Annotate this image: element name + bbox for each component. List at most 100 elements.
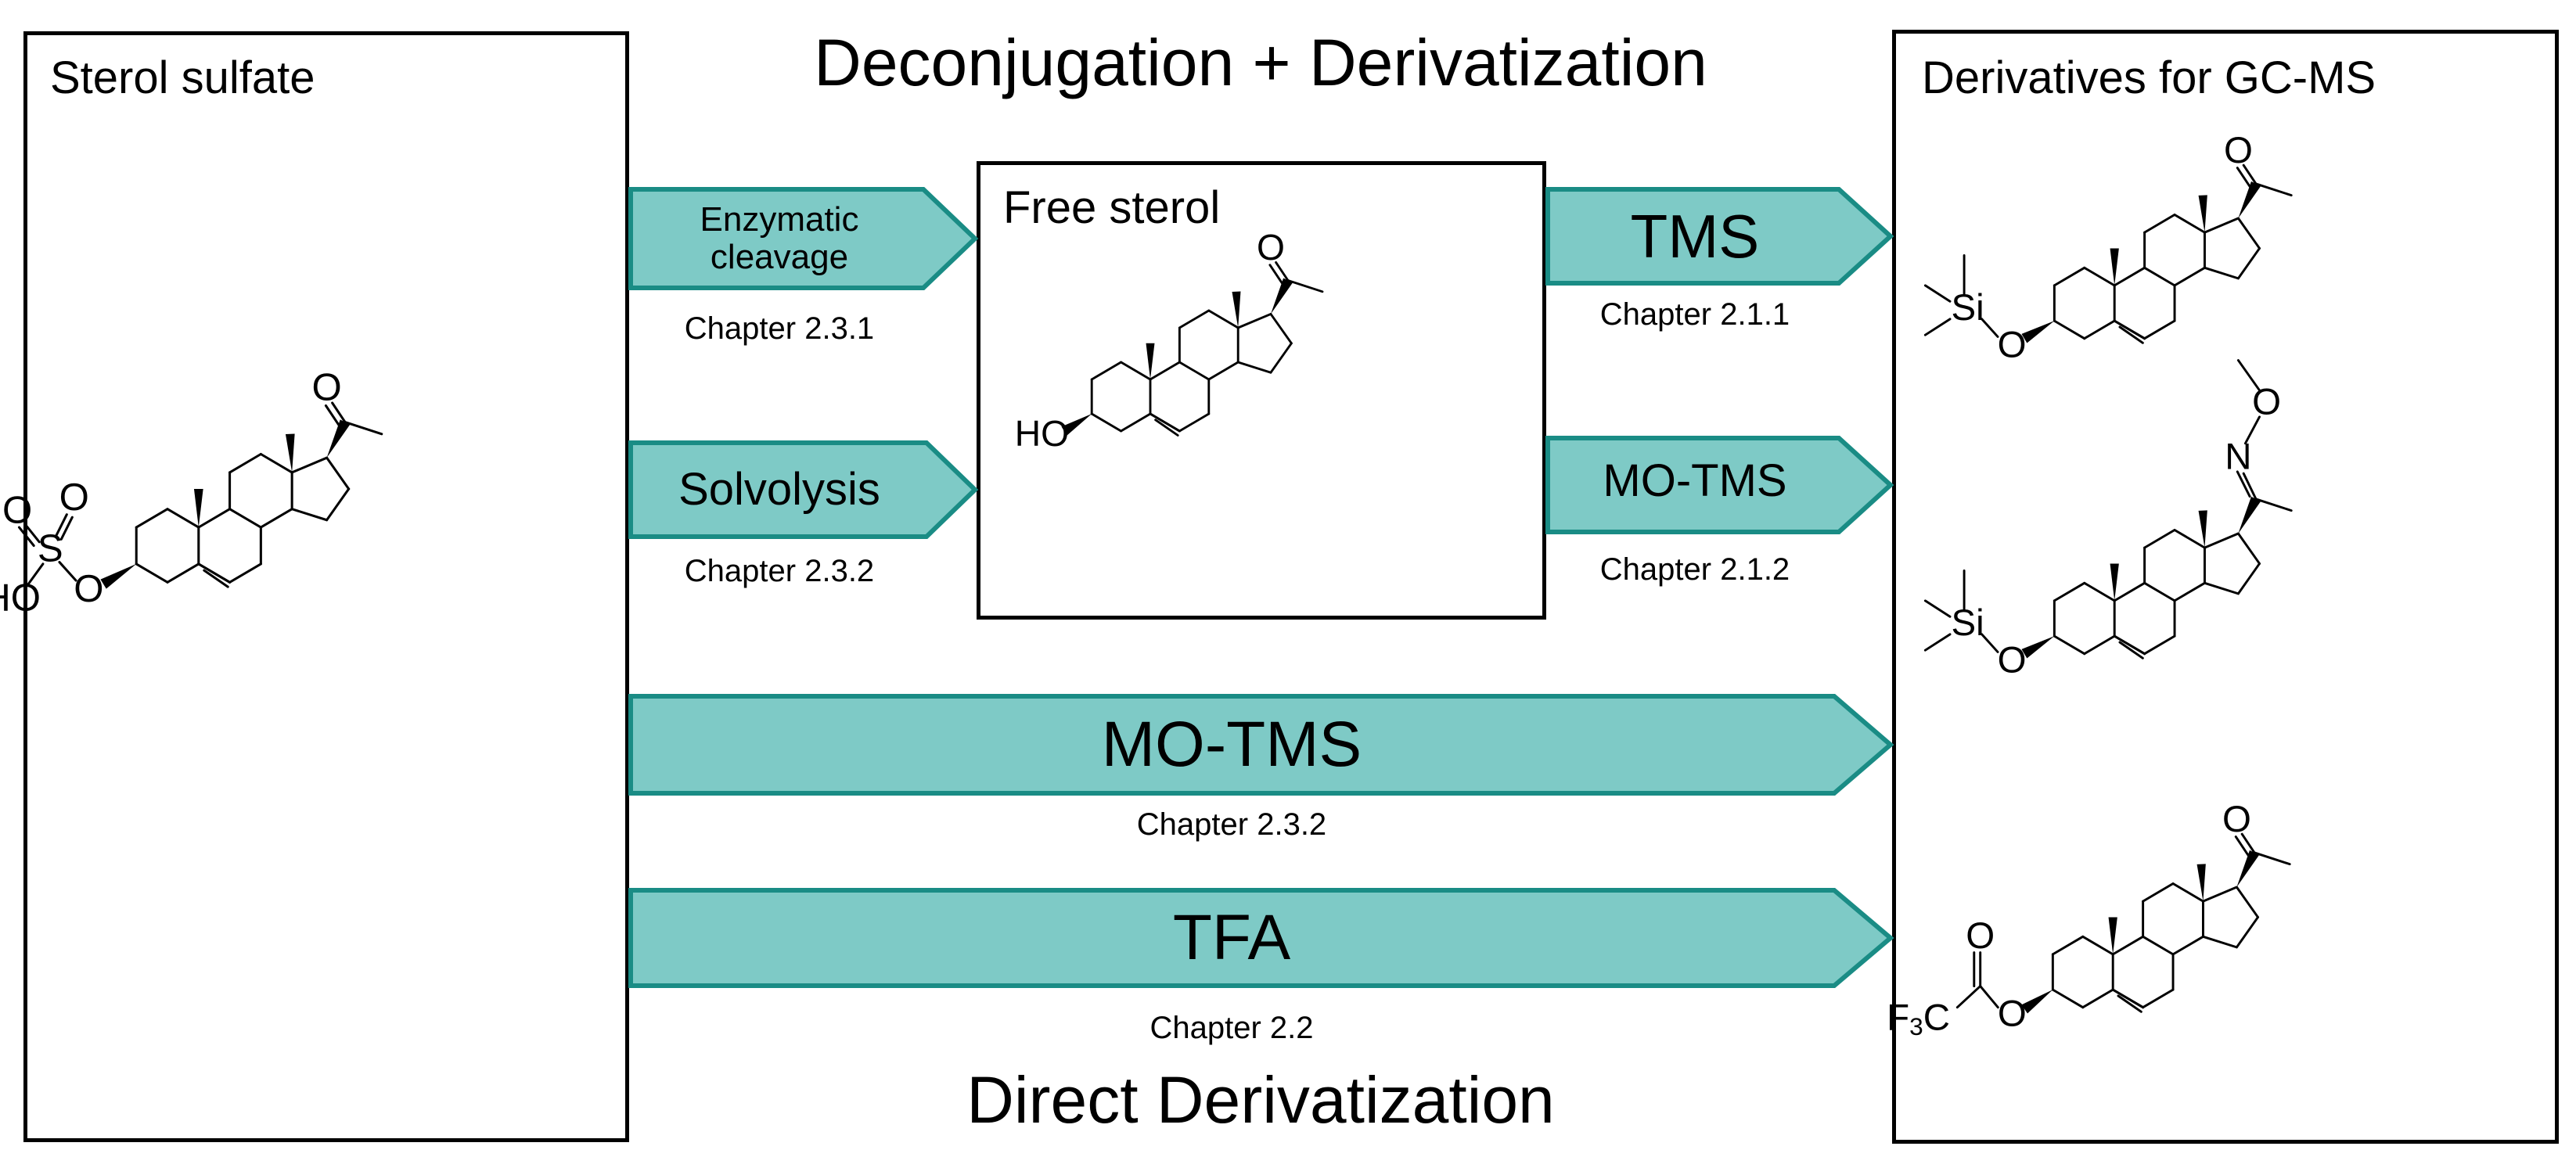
arrow-shape: [628, 440, 979, 539]
sterol-sulfate-title: Sterol sulfate: [50, 52, 315, 103]
bond: [228, 452, 262, 474]
bond: [2143, 529, 2176, 549]
carbonyl-oxygen: O: [1966, 915, 1995, 957]
bond: [1286, 279, 1324, 293]
arrow-shape: [628, 694, 1894, 796]
bond: [197, 508, 232, 529]
bond: [2173, 266, 2206, 287]
bond: [326, 456, 351, 490]
steroid-core: O: [135, 367, 383, 588]
hydroxyl-group: HO: [1015, 413, 1092, 454]
silicon-label: Si: [1952, 602, 1984, 644]
tfa-direct-label: TFA: [1172, 901, 1291, 973]
bond: [2240, 832, 2256, 854]
enzymatic-label-line2: cleavage: [710, 238, 849, 276]
bond: [1268, 264, 1283, 285]
carbon-symbol: C: [1923, 997, 1950, 1038]
bond: [2235, 886, 2259, 918]
mo-tms-direct-chapter: Chapter 2.3.2: [1136, 807, 1327, 842]
solvolysis-chapter: Chapter 2.3.2: [684, 554, 875, 588]
tms-label: TMS: [1630, 201, 1760, 271]
ester-oxygen: O: [1998, 994, 2027, 1035]
bond: [228, 562, 262, 584]
mo-tms-small-chapter: Chapter 2.1.2: [1599, 552, 1790, 587]
bond: [2113, 319, 2146, 340]
bond: [2203, 532, 2240, 549]
bond: [2242, 163, 2258, 185]
bond: [2236, 470, 2251, 498]
bond: [2142, 882, 2175, 903]
silyl-ether-oxygen: O: [1998, 325, 2027, 366]
bond: [2171, 882, 2204, 903]
bond: [1275, 261, 1290, 282]
silyl-ether-oxygen: O: [1998, 640, 2027, 681]
wedge-bond: [326, 419, 351, 458]
arrow-shape: [628, 440, 979, 539]
bond: [1269, 312, 1293, 345]
wedge-bond: [2110, 563, 2119, 601]
bond: [1269, 342, 1293, 374]
steroid-core: O: [2051, 799, 2291, 1013]
tms-arrow: TMS: [1545, 186, 1894, 286]
sulfonyl-oxygen-top: O: [59, 476, 89, 519]
derivatives-box: [1892, 30, 2559, 1144]
bond: [2234, 835, 2250, 857]
bond: [2203, 266, 2240, 280]
bond: [2243, 415, 2261, 445]
bond: [58, 561, 77, 582]
bond: [1955, 985, 1982, 1009]
bond: [1979, 985, 1999, 1009]
bond: [2051, 935, 2085, 956]
bond: [1236, 361, 1272, 374]
bond: [2053, 319, 2086, 340]
arrow-shape: [628, 187, 979, 290]
sterol-sulfate-molecule: O OSOOHO: [0, 367, 383, 620]
ketone-oxygen: O: [2222, 799, 2251, 840]
bond: [290, 508, 329, 522]
bond: [2173, 214, 2206, 234]
wedge-bond: [1232, 291, 1241, 328]
hydroxyl-label: HO: [1015, 413, 1069, 454]
arrow-shape: [628, 187, 979, 290]
bond: [2117, 994, 2142, 1013]
bond: [2111, 988, 2145, 1009]
bond: [2111, 935, 2145, 956]
wedge-bond: [2198, 510, 2207, 548]
bond: [166, 562, 200, 584]
wedge-bond: [1061, 414, 1092, 436]
enzymatic-label-line1: Enzymatic: [700, 200, 859, 239]
arrow-shape: [1545, 187, 1894, 286]
derivatives-title: Derivatives for GC-MS: [1922, 52, 2376, 103]
enzymatic-cleavage-arrow: Enzymatic cleavage: [628, 186, 979, 291]
bond: [1923, 284, 1952, 303]
arrow-shape: [628, 888, 1894, 988]
bond: [1149, 412, 1181, 433]
sulfate-hydroxyl: HO: [0, 577, 41, 620]
tms-ether-group: O Si: [1923, 570, 2055, 681]
tms-derivative-molecule: O OSi: [1923, 130, 2293, 366]
bond: [1178, 412, 1211, 433]
bond: [2173, 529, 2206, 549]
arrow-shape: [1545, 436, 1894, 534]
bond: [1178, 309, 1211, 329]
free-sterol-molecule: O HO: [1015, 227, 1324, 454]
bond: [2236, 562, 2261, 595]
bond: [2083, 319, 2116, 340]
sulfate-group: OSOOHO: [0, 476, 137, 620]
bond: [27, 562, 45, 586]
silicon-label: Si: [1952, 287, 1984, 329]
mo-tms-small-arrow: MO-TMS: [1545, 435, 1894, 535]
bond: [2143, 319, 2176, 340]
bond: [2254, 182, 2293, 197]
bond: [17, 526, 35, 548]
wedge-bond: [2198, 195, 2207, 233]
wedge-bond: [193, 488, 203, 528]
bond: [2081, 935, 2114, 956]
bond: [1923, 318, 1952, 336]
wedge-bond: [2108, 917, 2117, 954]
bond: [1236, 312, 1272, 329]
bond: [1090, 361, 1123, 381]
mo-tms-direct-arrow: MO-TMS: [628, 693, 1894, 796]
bond: [1120, 412, 1152, 433]
